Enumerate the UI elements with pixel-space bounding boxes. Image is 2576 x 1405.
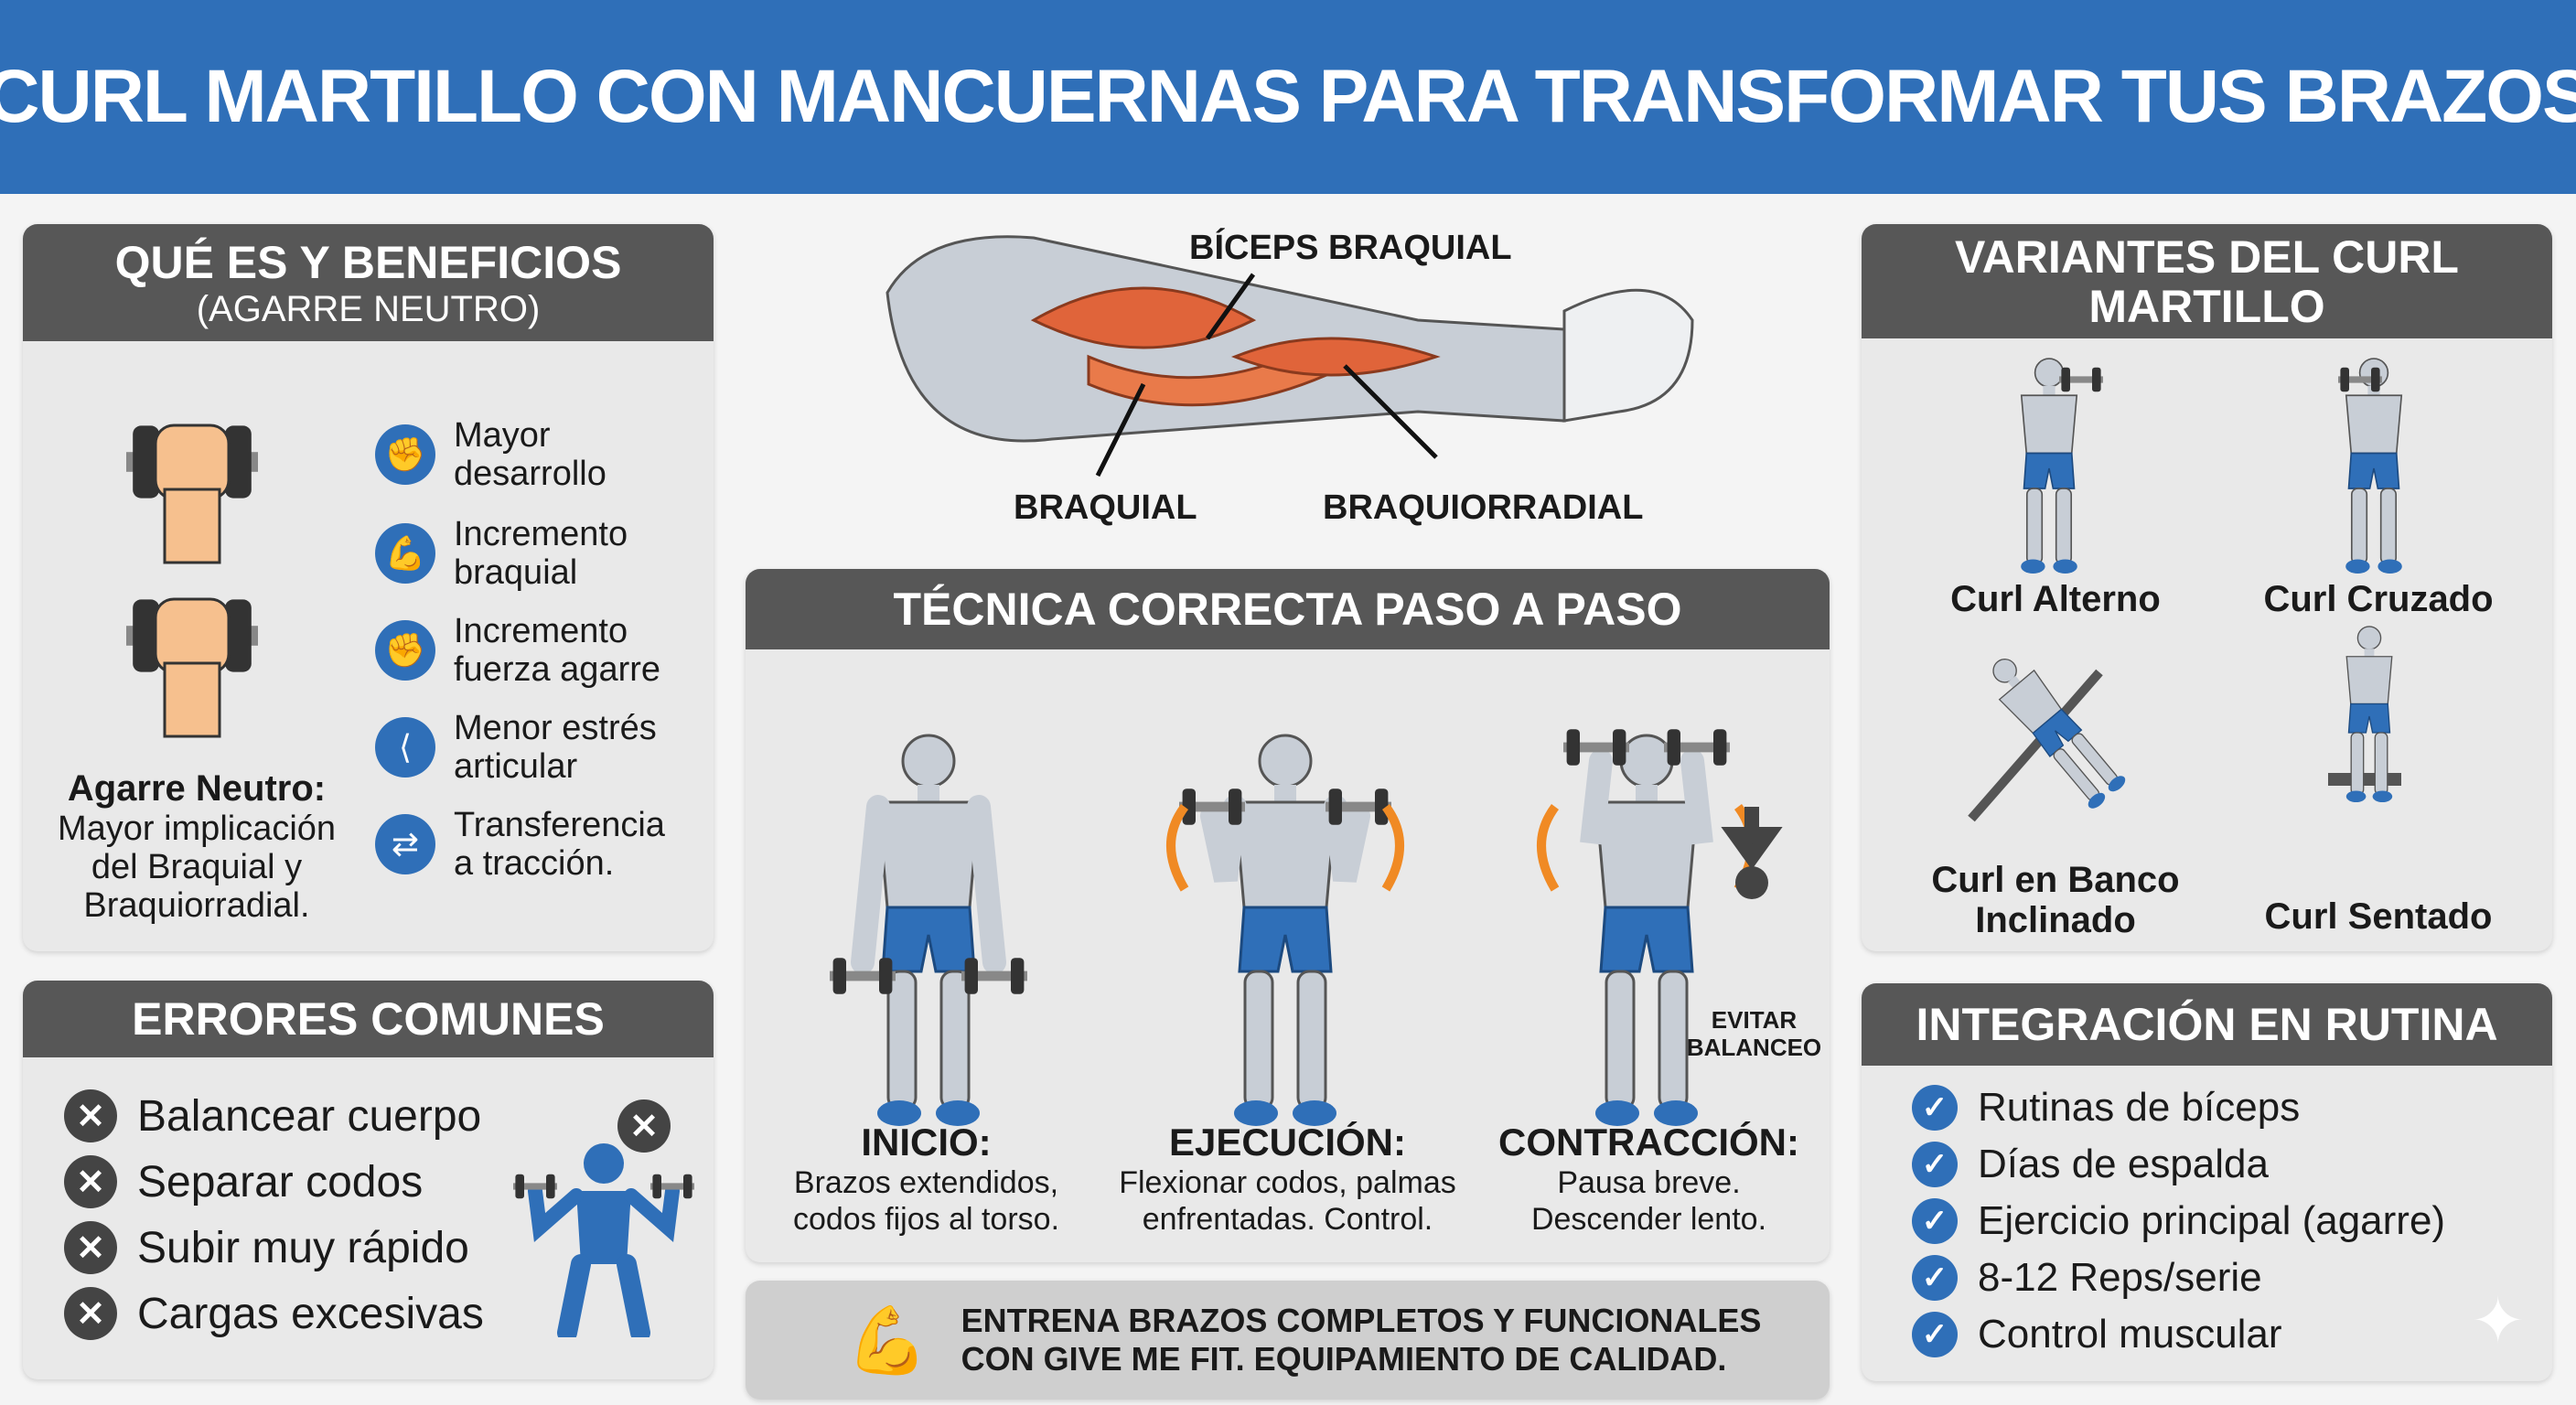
benefits-subtitle: (AGARRE NEUTRO) <box>196 288 541 329</box>
biceps-muscle <box>1030 286 1257 349</box>
fist <box>1562 288 1694 423</box>
variants-panel: VARIANTES DEL CURL MARTILLO Curl Alterno… <box>1862 224 2552 951</box>
brachioradialis-label: BRAQUIORRADIAL <box>1323 488 1644 527</box>
integration-item: ✓Rutinas de bíceps <box>1912 1079 2445 1136</box>
errors-header: ERRORES COMUNES <box>23 981 714 1057</box>
technique-header: TÉCNICA CORRECTA PASO A PASO <box>746 569 1830 649</box>
x-icon: ✕ <box>64 1287 117 1340</box>
integration-title: INTEGRACIÓN EN RUTINA <box>1916 999 2498 1050</box>
x-icon: ✕ <box>617 1099 671 1153</box>
check-icon: ✓ <box>1912 1312 1958 1357</box>
banner-line-1: ENTRENA BRAZOS COMPLETOS Y FUNCIONALES <box>961 1302 1762 1339</box>
error-item: ✕Cargas excesivas <box>64 1281 484 1346</box>
arm-anatomy-illustration <box>886 235 1694 477</box>
error-item: ✕Subir muy rápido <box>64 1215 484 1281</box>
figure-contraction <box>1537 729 1756 1127</box>
sparkle-icon: ✦ <box>2471 1285 2525 1357</box>
integration-item: ✓Ejercicio principal (agarre) <box>1912 1193 2445 1249</box>
page-title: CURL MARTILLO CON MANCUERNAS PARA TRANSF… <box>0 55 2576 138</box>
brand-banner: 💪 ENTRENA BRAZOS COMPLETOS Y FUNCIONALES… <box>746 1281 1830 1400</box>
avoid-swing-label: EVITAR BALANCEO <box>1686 1006 1822 1061</box>
biceps-label: BÍCEPS BRAQUIAL <box>1189 229 1512 267</box>
neutral-grip-dumbbells-illustration <box>126 424 258 738</box>
technique-figures <box>830 729 1783 1127</box>
errors-title: ERRORES COMUNES <box>132 993 605 1045</box>
figure-start <box>830 734 1027 1127</box>
title-banner: CURL MARTILLO CON MANCUERNAS PARA TRANSF… <box>0 0 2576 194</box>
variant-figures <box>1968 358 2403 822</box>
brachioradialis-muscle <box>1230 337 1441 377</box>
integration-panel: INTEGRACIÓN EN RUTINA ✓Rutinas de bíceps… <box>1862 983 2552 1381</box>
figure-execution <box>1166 734 1404 1127</box>
integration-header: INTEGRACIÓN EN RUTINA <box>1862 983 2552 1066</box>
benefits-header: QUÉ ES Y BENEFICIOS (AGARRE NEUTRO) <box>23 224 714 341</box>
down-arrow-icon <box>1721 807 1783 870</box>
brachialis-label: BRAQUIAL <box>1014 488 1197 527</box>
banner-line-2: CON GIVE ME FIT. EQUIPAMIENTO DE CALIDAD… <box>961 1340 1727 1378</box>
technique-panel: TÉCNICA CORRECTA PASO A PASO EVITAR B <box>746 569 1830 1262</box>
variant-seated: Curl Sentado <box>2264 896 2493 937</box>
grip-title: Agarre Neutro: <box>67 768 327 809</box>
integration-item: ✓Control muscular <box>1912 1306 2445 1363</box>
swinging-figure-icon <box>513 1143 694 1337</box>
x-icon: ✕ <box>64 1089 117 1142</box>
integration-item: ✓8-12 Reps/serie <box>1912 1249 2445 1306</box>
step-contraction: CONTRACCIÓN:Pausa breve.Descender lento. <box>1498 1121 1799 1237</box>
variants-title: VARIANTES DEL CURL MARTILLO <box>1955 231 2459 332</box>
errors-panel: ERRORES COMUNES ✕Balancear cuerpo ✕Separ… <box>23 981 714 1379</box>
check-icon: ✓ <box>1912 1085 1958 1131</box>
joint-icon: ⟨ <box>375 717 435 778</box>
step-start: INICIO:Brazos extendidos,codos fijos al … <box>792 1121 1060 1237</box>
x-icon <box>1735 866 1768 899</box>
variants-header: VARIANTES DEL CURL MARTILLO <box>1862 224 2552 338</box>
benefits-title: QUÉ ES Y BENEFICIOS <box>114 236 622 288</box>
transfer-arrows-icon: ⇄ <box>375 814 435 874</box>
variant-alternating: Curl Alterno <box>1950 579 2161 619</box>
check-icon: ✓ <box>1912 1255 1958 1301</box>
flexed-arm-icon: 💪 <box>846 1303 928 1378</box>
grip-text: Mayor implicación del Braquial y Braquio… <box>57 810 337 925</box>
check-icon: ✓ <box>1912 1142 1958 1187</box>
benefits-panel: QUÉ ES Y BENEFICIOS (AGARRE NEUTRO) Agar… <box>23 224 714 951</box>
x-icon: ✕ <box>64 1155 117 1208</box>
error-item: ✕Separar codos <box>64 1149 484 1215</box>
technique-title: TÉCNICA CORRECTA PASO A PASO <box>893 584 1682 635</box>
integration-item: ✓Días de espalda <box>1912 1136 2445 1193</box>
x-icon: ✕ <box>64 1221 117 1274</box>
variant-cross-body: Curl Cruzado <box>2263 579 2494 619</box>
fist-icon: ✊ <box>375 620 435 681</box>
biceps-icon: 💪 <box>375 523 435 584</box>
error-item: ✕Balancear cuerpo <box>64 1083 484 1149</box>
fist-icon: ✊ <box>375 424 435 485</box>
check-icon: ✓ <box>1912 1198 1958 1244</box>
